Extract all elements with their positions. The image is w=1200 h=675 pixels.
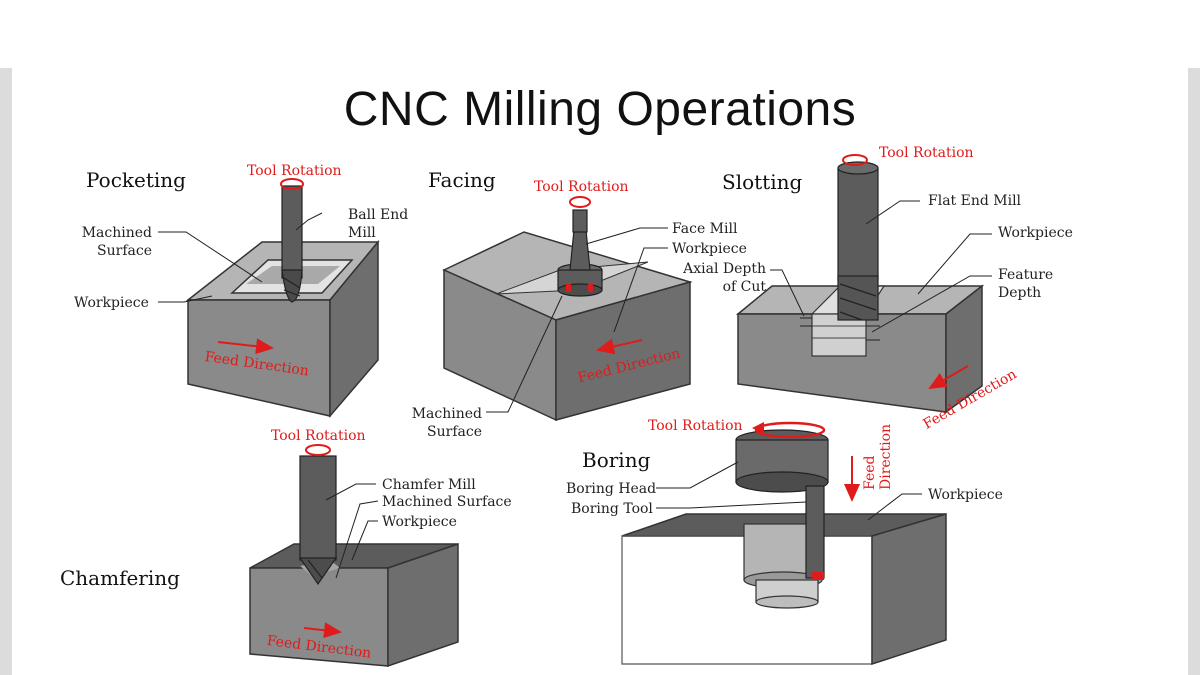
slotting-title: Slotting: [722, 170, 803, 194]
slotting-illustration: [735, 154, 992, 414]
facing-illustration: [442, 196, 693, 422]
chamfering-chamfer-mill: [299, 455, 337, 561]
slotting-flat-end-mill-label: Flat End Mill: [928, 193, 1022, 209]
chamfering-chamfer-mill-label: Chamfer Mill: [382, 477, 476, 493]
boring-block-side: [871, 512, 947, 666]
pocketing-tool-rotation-label: Tool Rotation: [247, 163, 342, 179]
boring-tool-label: Boring Tool: [571, 501, 653, 517]
facing-title: Facing: [428, 168, 496, 192]
left-margin-bar: [0, 68, 12, 675]
pocketing-ball-end-mill-label: Ball End Mill: [348, 207, 409, 241]
chamfering-title: Chamfering: [60, 566, 180, 590]
pocketing-workpiece-label: Workpiece: [74, 295, 149, 311]
pocketing-illustration: [158, 178, 380, 419]
slotting-flat-end-mill: [837, 167, 879, 281]
facing-block-side: [555, 281, 691, 421]
facing-machined-surface-label: Machined Surface: [411, 406, 482, 440]
facing-workpiece-label: Workpiece: [672, 241, 747, 257]
right-margin-bar: [1188, 68, 1200, 675]
boring-head-label: Boring Head: [566, 481, 657, 497]
pocketing-ball-end-mill: [281, 185, 303, 279]
chamfering-machined-surface-label: Machined Surface: [382, 494, 512, 510]
slotting-axial-depth-label: Axial Depth of Cut: [683, 261, 766, 295]
pocketing-machined-surface-label: Machined Surface: [81, 225, 152, 259]
facing-face-mill-label: Face Mill: [672, 221, 738, 237]
diagram-title: CNC Milling Operations: [343, 83, 857, 136]
slotting-tool-rotation-label: Tool Rotation: [879, 145, 974, 161]
boring-workpiece-label: Workpiece: [928, 487, 1003, 503]
boring-illustration: [621, 421, 947, 666]
boring-tool-rotation-label: Tool Rotation: [648, 418, 743, 434]
chamfering-block-side: [387, 542, 459, 668]
boring-tool: [805, 485, 825, 579]
chamfering-tool-rotation-label: Tool Rotation: [271, 428, 366, 444]
pocketing-title: Pocketing: [86, 168, 186, 192]
facing-tool-rotation-label: Tool Rotation: [534, 179, 629, 195]
chamfering-workpiece-label: Workpiece: [382, 514, 457, 530]
slotting-workpiece-label: Workpiece: [998, 225, 1073, 241]
boring-title: Boring: [582, 448, 651, 472]
pocketing-block-side: [329, 239, 379, 419]
slotting-feature-depth-label: Feature Depth: [998, 267, 1054, 301]
boring-feed-direction-label: Feed Direction: [862, 423, 894, 490]
chamfering-illustration: [249, 444, 459, 668]
facing-face-mill: [569, 229, 591, 271]
